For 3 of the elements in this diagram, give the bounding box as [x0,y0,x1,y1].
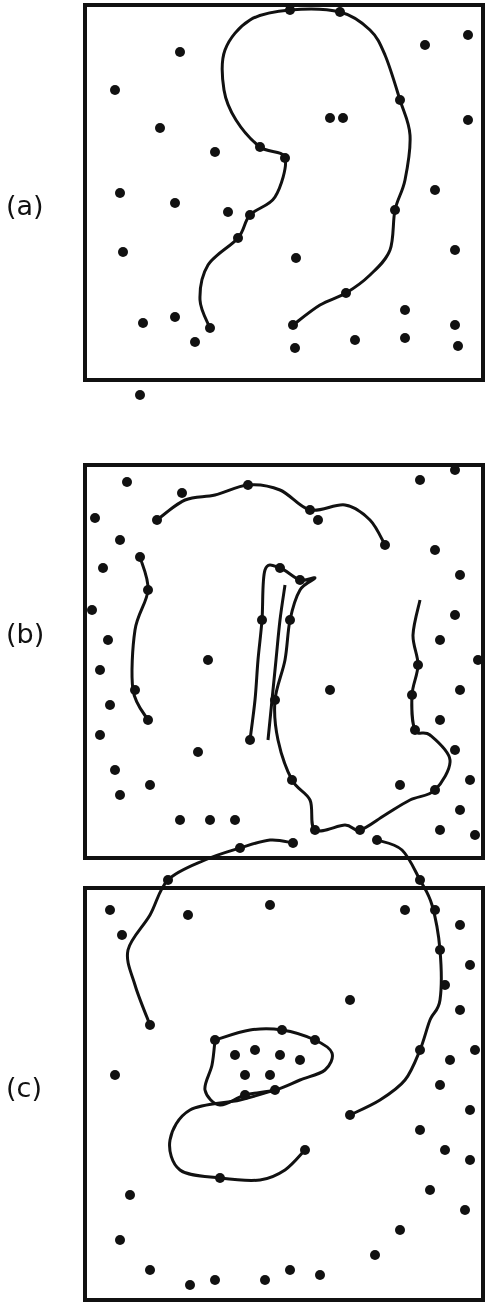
panel-label: (a) [6,190,44,221]
panel-label: (b) [6,618,45,649]
panel-label: (c) [6,1072,42,1103]
